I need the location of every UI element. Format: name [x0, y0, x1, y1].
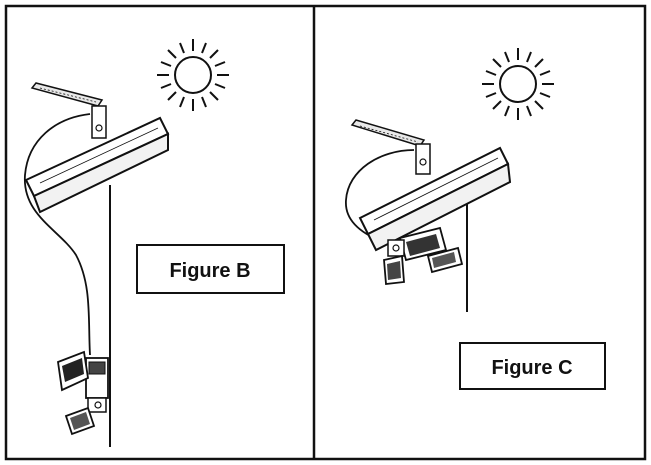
outer-border — [4, 4, 647, 461]
figure-b-label: Figure B — [136, 244, 285, 294]
panel-figure-c: Figure C — [345, 48, 606, 390]
mounting-arm — [350, 119, 431, 175]
figure-c-label: Figure C — [459, 342, 606, 390]
sun-icon — [157, 39, 229, 111]
power-cable — [24, 113, 91, 356]
floodlight-icon — [57, 350, 109, 436]
figure-b-text: Figure B — [169, 260, 250, 282]
mounting-arm — [30, 82, 107, 139]
figure-c-text: Figure C — [491, 357, 572, 379]
panel-figure-b: Figure B — [24, 39, 285, 447]
floodlight-icon — [383, 226, 464, 285]
solar-panel-icon — [358, 146, 512, 252]
sun-icon — [482, 48, 554, 120]
solar-panel-icon — [24, 116, 170, 214]
